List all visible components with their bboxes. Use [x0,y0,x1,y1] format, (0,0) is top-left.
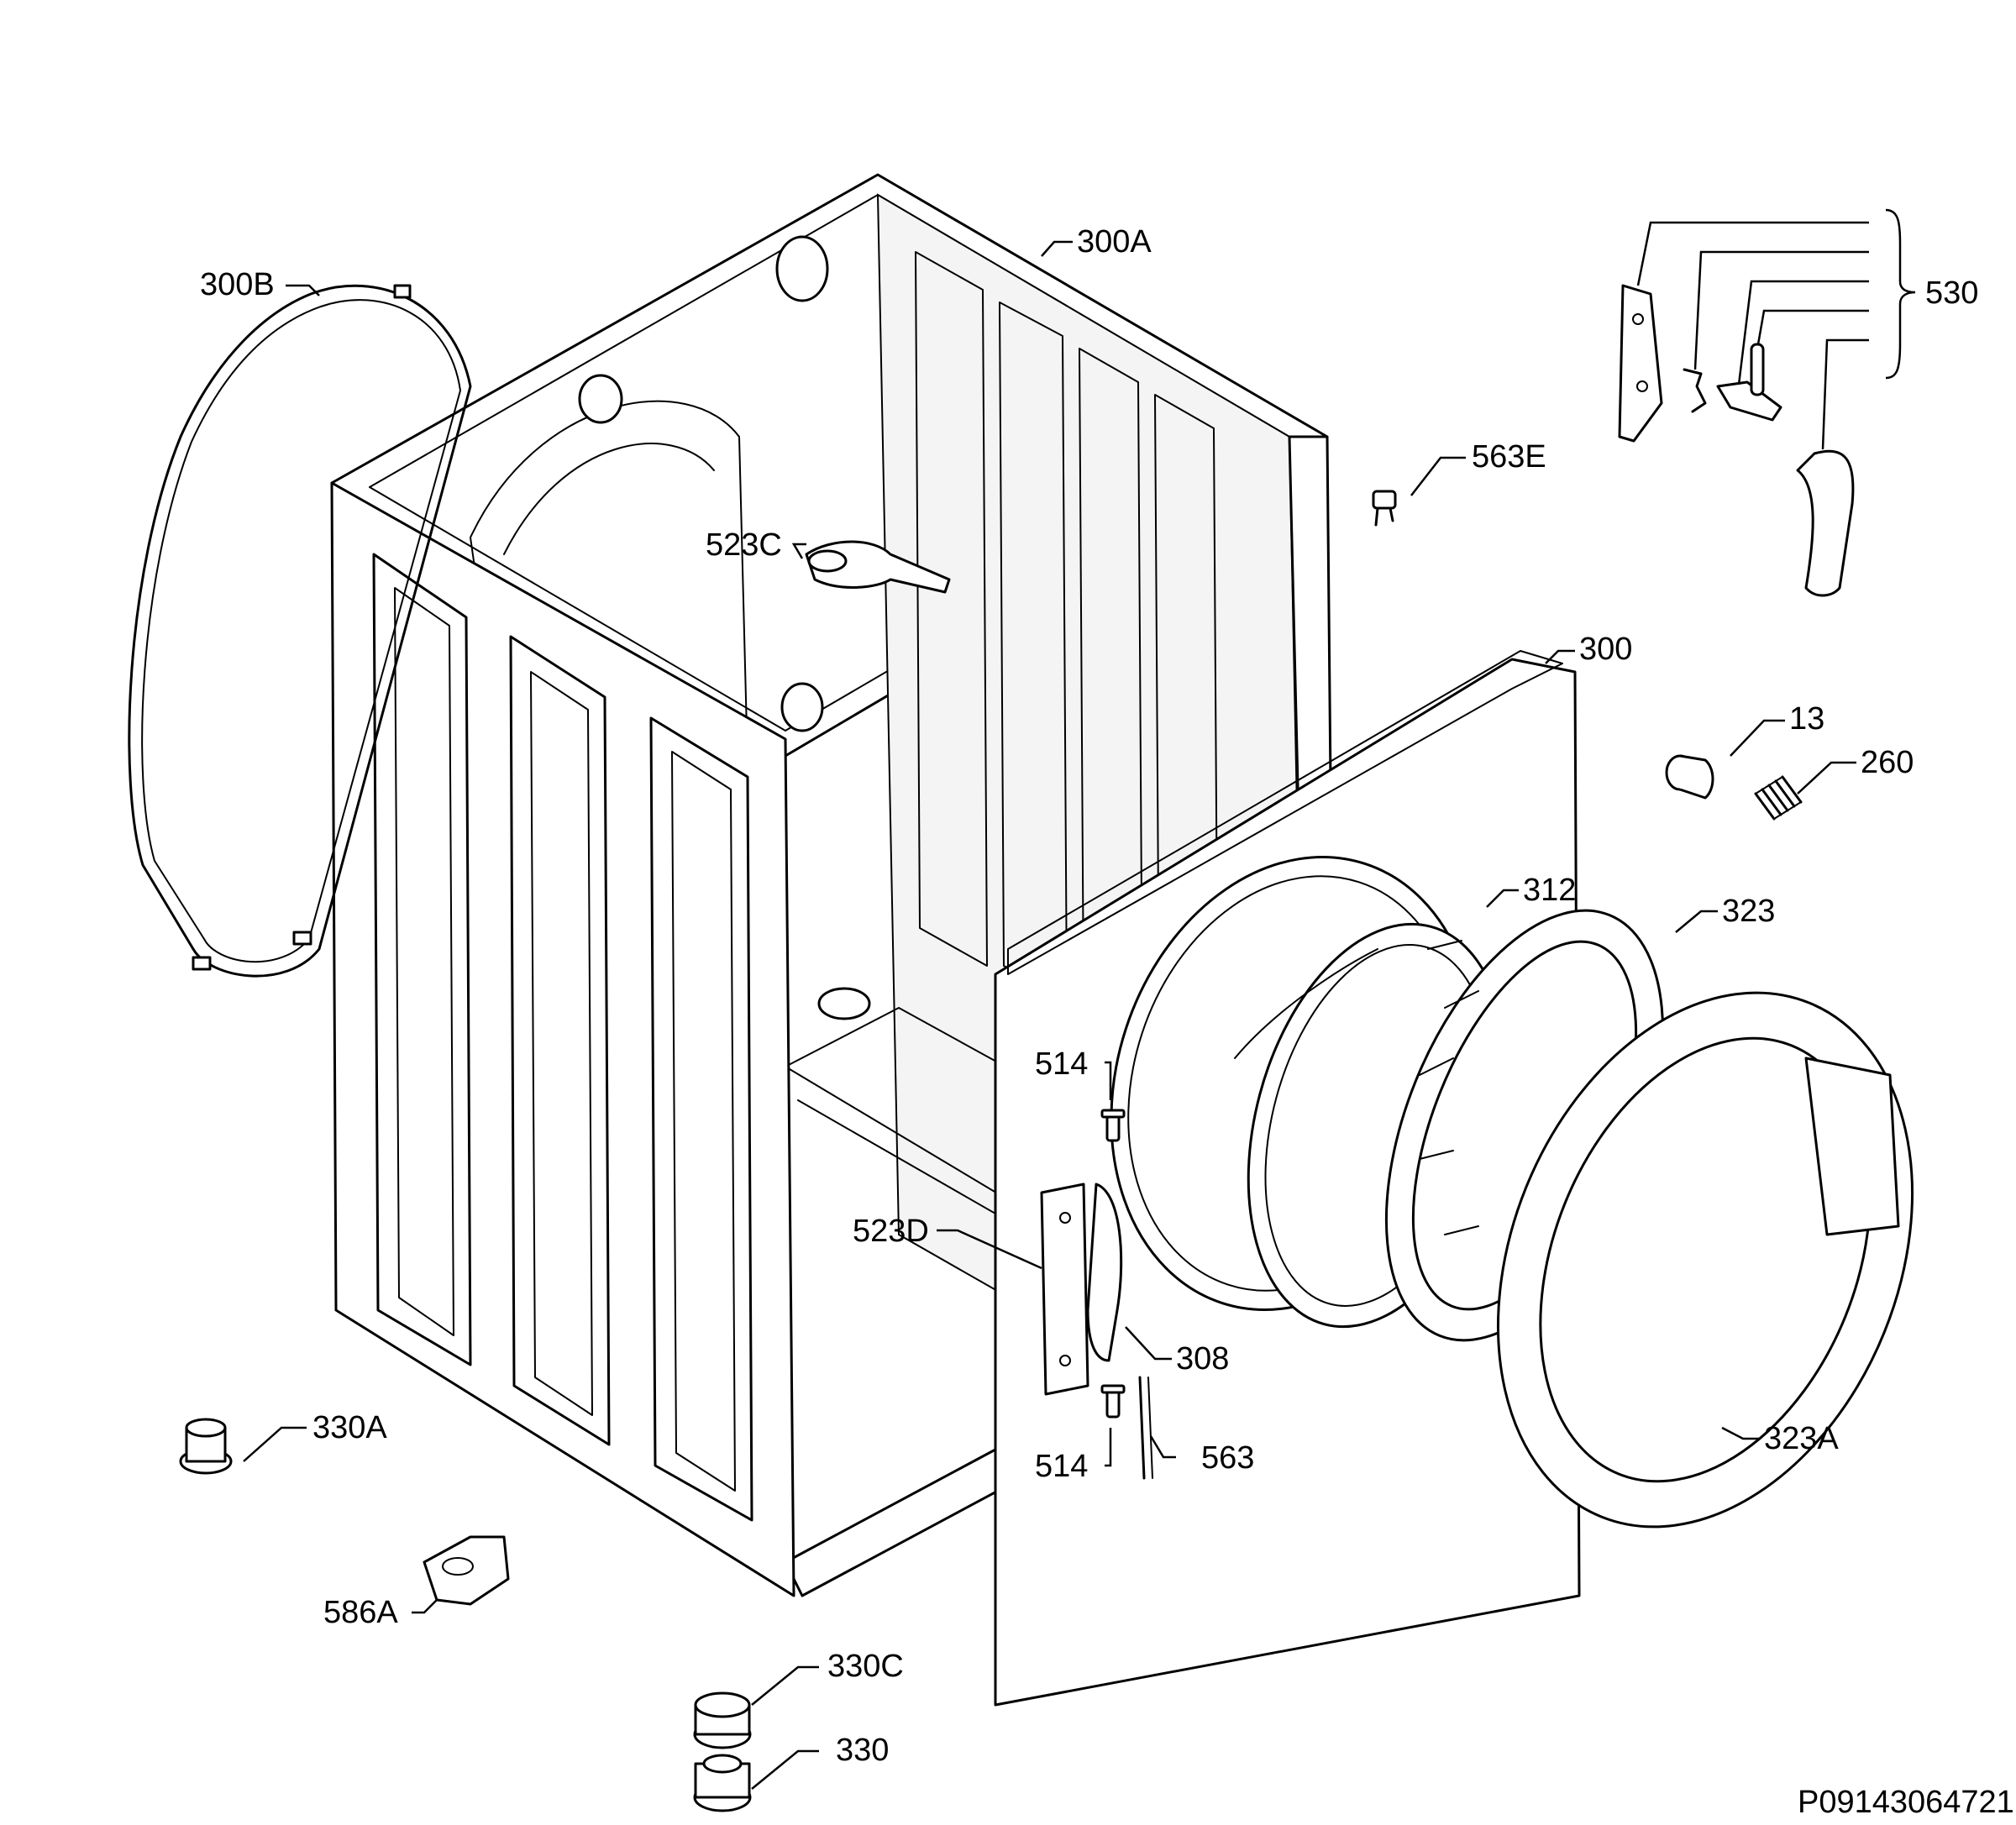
callout-514-top: 514 [1035,1046,1088,1082]
bushing-13 [1665,754,1714,800]
callout-13: 13 [1789,701,1824,737]
callout-312: 312 [1523,873,1576,908]
foot-330A [179,1418,233,1475]
callout-530: 530 [1925,275,1978,311]
callout-labels: 300B 300A 530 563E 523C 300 13 260 312 3… [200,224,2014,1820]
callout-300B: 300B [200,267,275,302]
drawing-number: P09143064721 [1798,1785,2014,1820]
callout-300A: 300A [1077,224,1152,260]
callout-523C: 523C [706,527,782,563]
callout-523D: 523D [853,1214,929,1249]
callout-330A: 330A [312,1410,387,1445]
rear-seal-300B [128,284,472,978]
callout-330: 330 [836,1733,889,1768]
callout-330C: 330C [827,1649,904,1684]
callout-563E: 563E [1472,439,1546,475]
callout-323A: 323A [1764,1421,1839,1456]
callout-586A: 586A [323,1595,398,1630]
door-handle-kit-530 [1618,284,1855,597]
foot-330C [693,1691,752,1749]
spring-260 [1754,775,1803,821]
callout-563: 563 [1201,1440,1254,1476]
callout-308: 308 [1176,1341,1229,1377]
pin-514-top [1100,1109,1126,1142]
callout-300: 300 [1579,632,1632,667]
foot-330 [693,1754,752,1812]
leader-lines [243,208,1916,1790]
door-hinge-523D [1040,1183,1123,1396]
callout-514-bottom: 514 [1035,1449,1088,1484]
callout-323: 323 [1722,894,1775,929]
door-outer-frame-323A [1497,991,1914,1529]
bracket-586A [423,1535,510,1606]
rod-563 [1138,1376,1153,1480]
callout-260: 260 [1861,745,1914,780]
part-563E [1372,490,1397,527]
pin-514-bottom [1100,1384,1126,1419]
